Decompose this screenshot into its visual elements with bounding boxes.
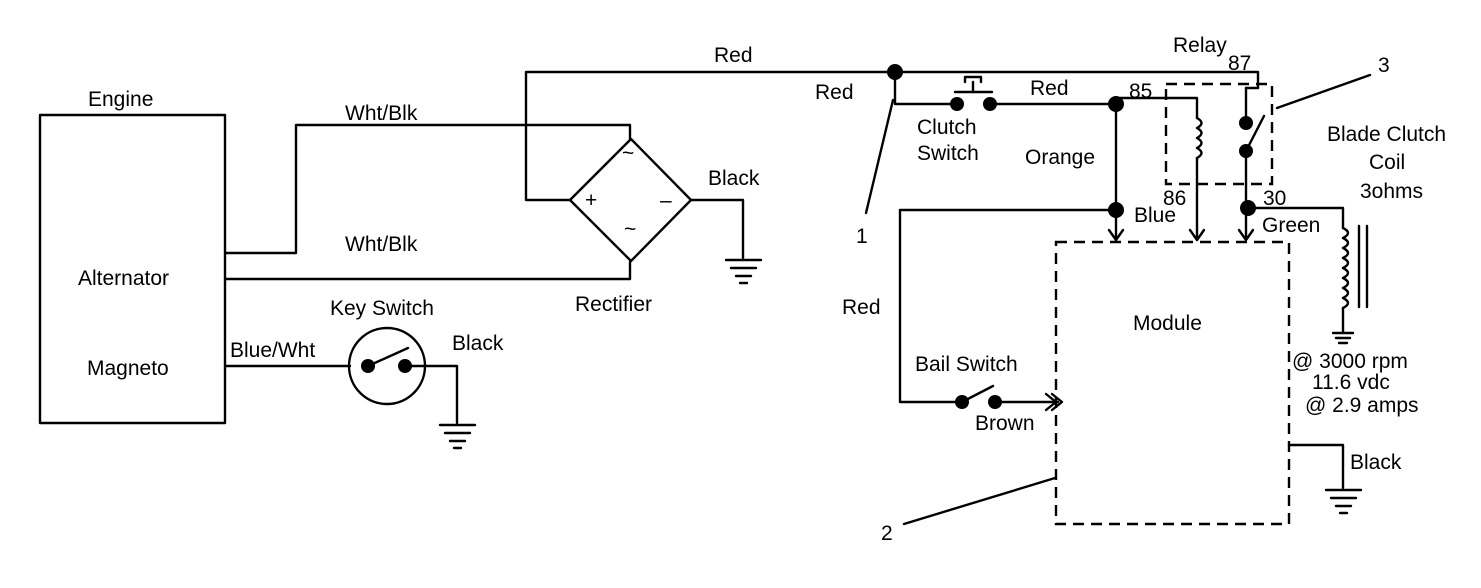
module-input-orange-arrow: [1107, 228, 1125, 242]
bail-switch-arm: [960, 384, 995, 404]
callout-2: 2: [881, 522, 893, 545]
module-ground-wire: [1287, 443, 1345, 490]
red-clutch-label: Red: [1030, 77, 1069, 100]
red-bail-label: Red: [842, 296, 881, 319]
callout-3: 3: [1378, 54, 1390, 77]
blue-label: Blue: [1134, 204, 1176, 227]
relay-contact-87: [1239, 116, 1253, 130]
relay-switch-arm: [1244, 114, 1266, 153]
callout-2-leader: [902, 476, 1057, 526]
rectifier-minus: –: [660, 189, 672, 212]
relay-pin-85: 85: [1129, 80, 1152, 103]
module-box: [1054, 240, 1291, 526]
blade-clutch-coil: Green Blade Clutch Coil 3ohms @ 3000 rpm…: [1246, 123, 1446, 417]
rectifier-ac-top: ~: [622, 142, 634, 165]
black-module-label: Black: [1350, 451, 1402, 474]
bail-switch-label: Bail Switch: [915, 353, 1018, 376]
engine-block: Engine Alternator Magneto: [38, 88, 227, 425]
module: Module Black: [1054, 228, 1402, 526]
relay-pin-30: 30: [1263, 187, 1286, 210]
wht-blk-upper-label: Wht/Blk: [345, 102, 418, 125]
module-input-86-arrow: [1188, 228, 1206, 242]
engine-box: [38, 113, 227, 425]
rectifier: + – ~ ~ Rectifier Black: [568, 137, 763, 316]
spec-voltage: 11.6 vdc: [1312, 371, 1390, 394]
callouts: 1 2 3: [856, 54, 1390, 545]
red-main-wire: [524, 70, 1260, 202]
rectifier-label: Rectifier: [575, 293, 652, 316]
rectifier-ac-bottom: ~: [624, 218, 636, 241]
relay-pin-86: 86: [1163, 187, 1186, 210]
orange-label: Orange: [1025, 146, 1095, 169]
rectifier-plus: +: [585, 189, 597, 212]
module-input-30-arrow: [1237, 228, 1255, 242]
ground-icon: [724, 258, 763, 285]
key-switch-arm: [366, 346, 410, 368]
clutch-switch-contact-left: [950, 97, 964, 111]
black-key-label: Black: [452, 332, 504, 355]
magneto-label: Magneto: [87, 357, 169, 380]
red-to-clutch-wire: [893, 70, 956, 106]
clutch-switch-button: [963, 75, 983, 84]
relay-pin-87: 87: [1228, 52, 1251, 75]
bail-circuit: Red Bail Switch Brown: [842, 208, 1118, 435]
spec-rpm: @ 3000 rpm: [1292, 350, 1408, 373]
key-switch-label: Key Switch: [330, 297, 434, 320]
relay-box: [1164, 82, 1274, 186]
ground-icon: [1331, 331, 1355, 345]
blue-wht-label: Blue/Wht: [230, 339, 315, 362]
black-rectifier-label: Black: [708, 167, 760, 190]
key-switch-ground-wire: [403, 364, 459, 425]
clutch-switch-label-2: Switch: [917, 142, 979, 165]
red-top-label: Red: [714, 44, 753, 67]
red-bail-wire: [898, 208, 1118, 404]
blade-clutch-label-2: Coil: [1369, 151, 1405, 174]
ground-icon: [1324, 488, 1363, 515]
relay-coil-icon: [1195, 116, 1203, 160]
green-wire: [1246, 206, 1345, 230]
blade-clutch-coil-icon: [1341, 226, 1350, 310]
module-label: Module: [1133, 312, 1202, 335]
callout-1-leader: [864, 98, 895, 215]
spec-amps: @ 2.9 amps: [1305, 394, 1419, 417]
blade-clutch-label-3: 3ohms: [1360, 180, 1423, 203]
alternator-wires: Wht/Blk Wht/Blk: [223, 102, 632, 281]
ground-icon: [438, 423, 477, 450]
clutch-switch: Clutch Switch Red: [917, 75, 1118, 165]
wht-blk-upper-wire: [223, 123, 632, 255]
callout-1: 1: [856, 225, 868, 248]
rectifier-bridge: [568, 137, 693, 263]
key-switch: Blue/Wht Key Switch Black: [223, 297, 504, 450]
clutch-switch-label-1: Clutch: [917, 116, 977, 139]
wht-blk-lower-label: Wht/Blk: [345, 233, 418, 256]
red-feed: Red Red: [524, 44, 1260, 202]
callout-3-leader: [1275, 73, 1372, 110]
green-label: Green: [1262, 214, 1320, 237]
relay-label: Relay: [1173, 34, 1227, 57]
red-junction-label: Red: [815, 81, 854, 104]
rectifier-ground-wire: [689, 198, 745, 260]
engine-label: Engine: [88, 88, 153, 111]
wht-blk-lower-wire: [223, 260, 632, 281]
blade-clutch-label-1: Blade Clutch: [1327, 123, 1446, 146]
orange-blue-bus: Orange Blue: [1025, 96, 1176, 240]
brown-label: Brown: [975, 412, 1035, 435]
alternator-label: Alternator: [78, 267, 169, 290]
